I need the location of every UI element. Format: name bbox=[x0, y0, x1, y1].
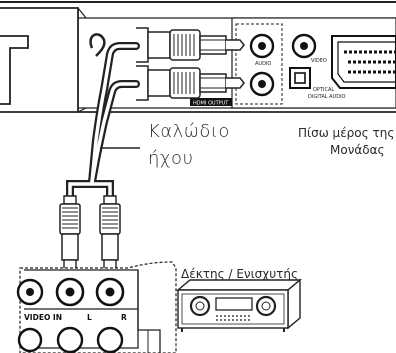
rca-plug-bottom bbox=[136, 65, 245, 101]
hdmi-output-label: HDMI OUTPUT bbox=[193, 101, 229, 107]
receiver-jack-r bbox=[95, 277, 125, 307]
receiver-jack-partial bbox=[16, 278, 44, 306]
unit-rear-label: Πίσω μέρος της bbox=[298, 126, 395, 140]
receiver-jack-lower-1 bbox=[17, 327, 43, 353]
receiver-label: Δέκτης / Ενισχυτής bbox=[181, 267, 299, 281]
jack-l-label: L bbox=[87, 313, 92, 322]
receiver-jack-l bbox=[55, 277, 85, 307]
rca-plug-left bbox=[59, 195, 81, 283]
optical-label-1: OPTICAL bbox=[313, 87, 334, 93]
hdmi-output-badge bbox=[190, 98, 232, 106]
jack-r-label: R bbox=[121, 313, 127, 322]
rca-plug-top bbox=[136, 27, 245, 63]
video-label: VIDEO bbox=[311, 58, 327, 64]
audio-jack-bottom bbox=[249, 71, 275, 97]
receiver-rear-panel: VIDEO IN L R bbox=[16, 261, 177, 353]
audio-jack-top bbox=[249, 33, 275, 59]
unit-rear-label-line2: Μονάδας bbox=[330, 143, 385, 157]
cable-label-line2: ήχου bbox=[148, 148, 194, 169]
scart-connector bbox=[331, 35, 396, 89]
video-in-label: VIDEO IN bbox=[24, 313, 62, 322]
receiver-jack-lower-3 bbox=[96, 326, 124, 353]
optical-label-2: DIGITAL AUDIO bbox=[308, 94, 346, 100]
rca-plug-right bbox=[99, 195, 121, 283]
receiver-jack-lower-2 bbox=[56, 326, 84, 353]
unit-rear-panel: AUDIO VIDEO OPTICAL DIGITAL AUDIO HDMI O… bbox=[0, 0, 396, 118]
audio-label: AUDIO bbox=[255, 61, 271, 67]
audio-cable bbox=[66, 42, 140, 210]
receiver-amplifier bbox=[176, 278, 302, 332]
optical-port bbox=[289, 67, 311, 89]
cable-label: Καλώδιο bbox=[148, 121, 230, 142]
video-jack bbox=[291, 33, 317, 59]
